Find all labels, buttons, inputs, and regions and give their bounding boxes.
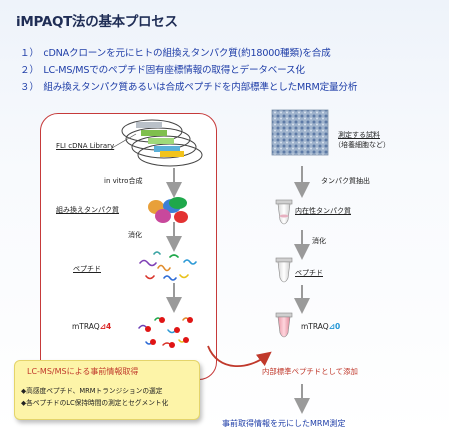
step-2: ２） LC-MS/MSでのペプチド固有座標情報の取得とデータベース化 bbox=[20, 65, 305, 76]
endogenous-protein-label: 内在性タンパク質 bbox=[295, 207, 351, 215]
protein-extract-label: タンパク質抽出 bbox=[321, 177, 370, 185]
tube-icon-3 bbox=[275, 312, 293, 338]
step-3: ３） 組み換えタンパク質あるいは合成ペプチドを内部標準としたMRM定量分析 bbox=[20, 82, 358, 93]
callout-item-2: ◆各ペプチドのLC保持時間の測定とセグメント化 bbox=[21, 399, 169, 407]
left-digest-label: 消化 bbox=[128, 231, 142, 239]
callout-item-1: ◆高感度ペプチド、MRMトランジションの選定 bbox=[21, 387, 163, 395]
protein-blobs-icon bbox=[148, 197, 188, 223]
step-1: １） cDNAクローンを元にヒトの組換えタンパク質(約18000種類)を合成 bbox=[20, 48, 331, 59]
cell-sample-image bbox=[271, 109, 329, 156]
mtraq-labeled-peptides-left bbox=[138, 317, 193, 348]
callout-box bbox=[14, 360, 200, 420]
peptide-squiggles-icon bbox=[139, 251, 197, 281]
left-peptide-label: ペプチド bbox=[73, 265, 101, 273]
right-peptide-label: ペプチド bbox=[295, 269, 323, 277]
tube-icon-1 bbox=[275, 199, 293, 225]
sample-sublabel: （培養細胞など） bbox=[334, 141, 390, 149]
internal-standard-label: 内部標準ペプチドとして添加 bbox=[262, 367, 358, 376]
left-workflow-box bbox=[40, 113, 217, 380]
callout-title: LC-MS/MSによる事前情報取得 bbox=[27, 367, 139, 376]
sample-label: 測定する試料 bbox=[338, 131, 380, 139]
recombinant-protein-label: 組み換えタンパク質 bbox=[56, 206, 119, 214]
left-mtraq-label: mTRAQ⊿4 bbox=[72, 322, 112, 331]
plasmid-rings-icon bbox=[121, 119, 203, 167]
tube-icon-2 bbox=[275, 257, 293, 283]
final-mrm-label: 事前取得情報を元にしたMRM測定 bbox=[222, 419, 346, 428]
right-digest-label: 消化 bbox=[312, 237, 326, 245]
right-mtraq-label: mTRAQ⊿0 bbox=[301, 322, 341, 331]
fli-cdna-label: FLI cDNA Library bbox=[56, 142, 115, 150]
page-title: iMPAQT法の基本プロセス bbox=[16, 14, 178, 30]
in-vitro-label: in vitro合成 bbox=[104, 177, 143, 185]
